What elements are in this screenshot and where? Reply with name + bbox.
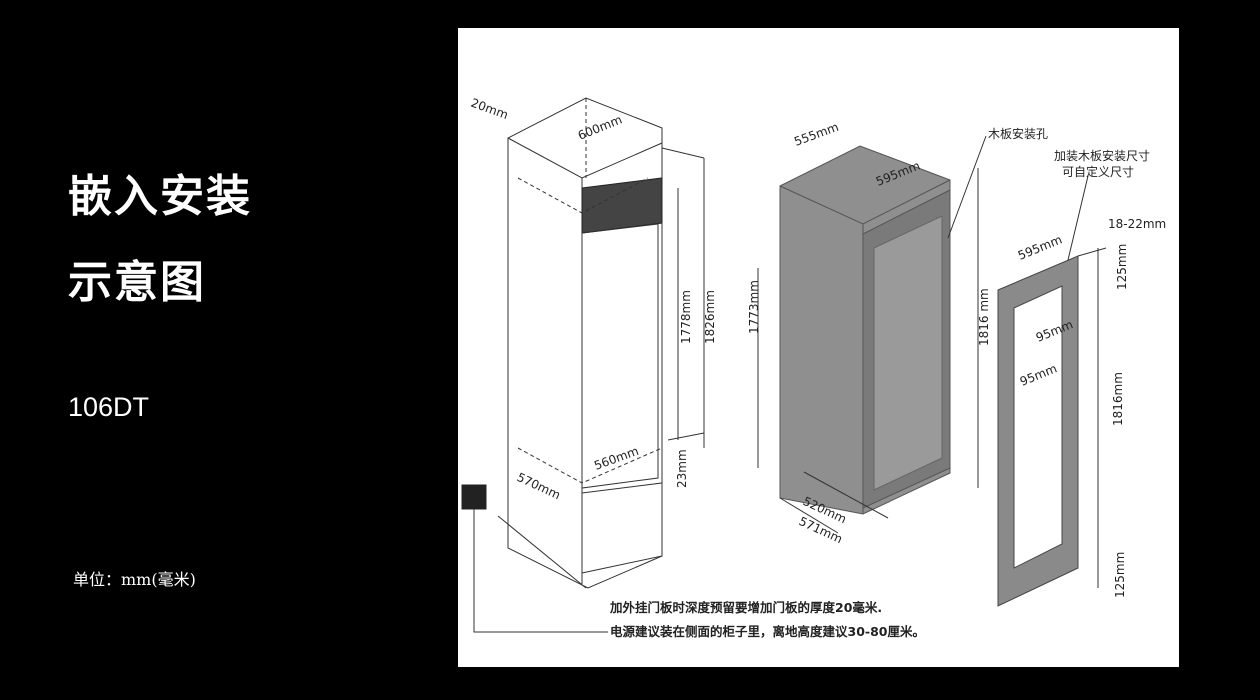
dim-panel-bottom-margin: 125mm bbox=[1113, 552, 1127, 598]
dim-unit-height: 1773mm bbox=[747, 280, 761, 334]
dim-panel-height: 1816mm bbox=[1111, 372, 1125, 426]
dim-panel-thickness: 18-22mm bbox=[1108, 217, 1166, 231]
power-socket-icon bbox=[461, 484, 487, 510]
dim-panel-top-margin: 125mm bbox=[1115, 244, 1129, 290]
unit-note: 单位：mm(毫米) bbox=[73, 570, 196, 589]
note-door-depth: 加外挂门板时深度预留要增加门板的厚度20毫米. bbox=[609, 600, 882, 615]
cabinet-outline bbox=[507, 97, 705, 589]
dim-bottom-gap: 23mm bbox=[675, 449, 689, 488]
wood-panel bbox=[997, 247, 1107, 607]
dim-unit-width: 555mm bbox=[792, 120, 840, 149]
dim-cabinet-outer-height: 1826mm bbox=[703, 290, 717, 344]
label-custom-2: 可自定义尺寸 bbox=[1062, 164, 1134, 179]
dim-top-gap: 20mm bbox=[469, 96, 510, 122]
model-number: 106DT bbox=[68, 392, 150, 422]
diagram-svg: 20mm 600mm 1778mm 1826mm 560mm 570mm 23m… bbox=[461, 96, 1166, 639]
unit-body bbox=[757, 145, 979, 534]
label-custom-1: 加装木板安装尺寸 bbox=[1054, 148, 1150, 163]
label-mount-holes: 木板安装孔 bbox=[988, 126, 1048, 141]
dim-cabinet-inner-height: 1778mm bbox=[679, 290, 693, 344]
dim-panel-width: 595mm bbox=[1016, 232, 1064, 262]
note-power-socket: 电源建议装在侧面的柜子里，离地高度建议30-80厘米。 bbox=[610, 624, 925, 639]
page-title-line-1: 嵌入安装 bbox=[68, 171, 252, 222]
dim-unit-door-height: 1816 mm bbox=[977, 288, 991, 346]
page-title-line-2: 示意图 bbox=[68, 257, 206, 308]
installation-diagram: 20mm 600mm 1778mm 1826mm 560mm 570mm 23m… bbox=[458, 28, 1179, 667]
